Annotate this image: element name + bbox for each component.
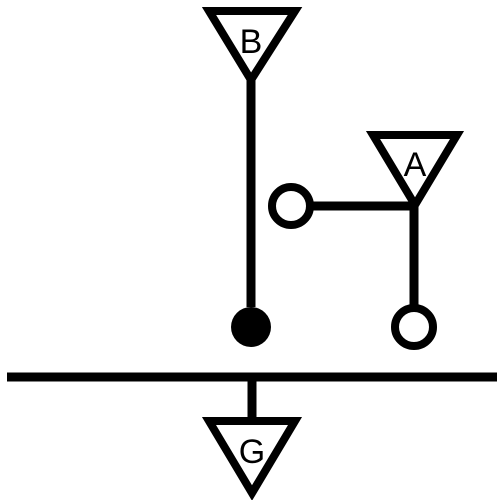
- open-circle-bottom: [391, 304, 437, 350]
- filled-circle: [231, 307, 271, 347]
- triangle-b-label: B: [240, 23, 263, 61]
- open-circle-left: [268, 183, 314, 229]
- triangle-g: [201, 417, 303, 500]
- triangle-a: [365, 131, 465, 213]
- triangle-a-label: A: [404, 146, 427, 184]
- triangle-g-label: G: [239, 433, 265, 471]
- triangle-b: [201, 6, 303, 88]
